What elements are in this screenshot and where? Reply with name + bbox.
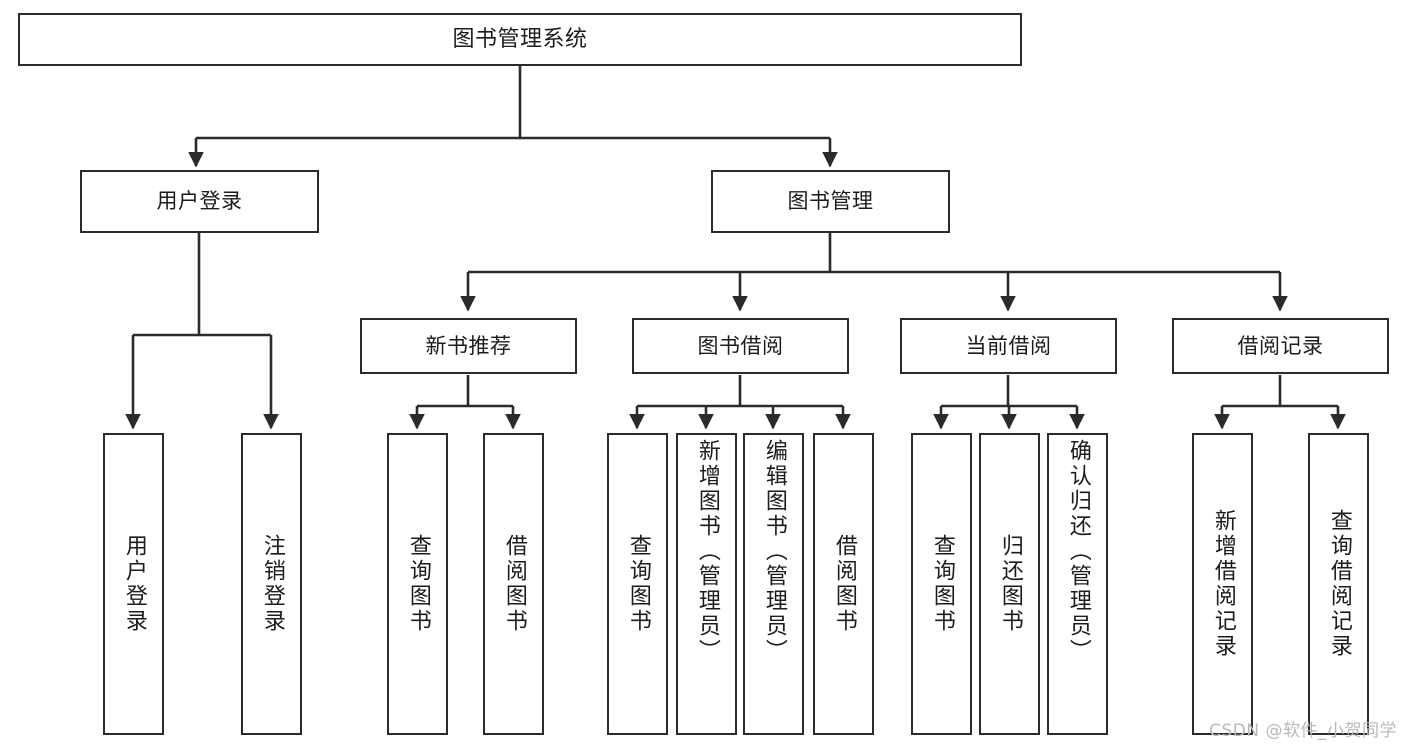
node-leaf-logout-login-label: 注销登录 — [259, 534, 285, 634]
node-leaf-query-record[interactable]: 查询借阅记录 — [1308, 433, 1369, 735]
node-user-login[interactable]: 用户登录 — [80, 170, 319, 233]
node-leaf-query-book-2[interactable]: 查询图书 — [607, 433, 668, 735]
csdn-watermark: CSDN @软件_小贺同学 — [1209, 721, 1397, 741]
node-leaf-query-book-1-label: 查询图书 — [405, 534, 431, 634]
node-leaf-borrow-book-2-label: 借阅图书 — [831, 534, 857, 634]
node-leaf-return-book[interactable]: 归还图书 — [979, 433, 1040, 735]
node-leaf-add-record[interactable]: 新增借阅记录 — [1192, 433, 1253, 735]
node-leaf-add-book-label: 新增图书（管理员） — [694, 439, 720, 664]
node-book-borrow-label: 图书借阅 — [697, 333, 784, 358]
node-leaf-user-login-label: 用户登录 — [121, 534, 147, 634]
node-root-label: 图书管理系统 — [452, 26, 588, 52]
node-borrow-record-label: 借阅记录 — [1237, 333, 1324, 358]
node-leaf-borrow-book-1[interactable]: 借阅图书 — [483, 433, 544, 735]
node-leaf-query-record-label: 查询借阅记录 — [1326, 509, 1352, 659]
node-book-borrow[interactable]: 图书借阅 — [632, 318, 849, 374]
node-new-book-recommend-label: 新书推荐 — [425, 333, 512, 358]
node-leaf-borrow-book-2[interactable]: 借阅图书 — [813, 433, 874, 735]
node-current-borrow-label: 当前借阅 — [965, 333, 1052, 358]
node-leaf-return-book-label: 归还图书 — [997, 534, 1023, 634]
node-root[interactable]: 图书管理系统 — [18, 13, 1022, 66]
node-current-borrow[interactable]: 当前借阅 — [900, 318, 1117, 374]
node-borrow-record[interactable]: 借阅记录 — [1172, 318, 1389, 374]
node-book-manage[interactable]: 图书管理 — [711, 170, 950, 233]
node-user-login-label: 用户登录 — [156, 189, 243, 214]
node-new-book-recommend[interactable]: 新书推荐 — [360, 318, 577, 374]
node-leaf-confirm-return-label: 确认归还（管理员） — [1065, 439, 1091, 664]
node-leaf-edit-book[interactable]: 编辑图书（管理员） — [743, 433, 804, 735]
node-leaf-query-book-1[interactable]: 查询图书 — [387, 433, 448, 735]
node-leaf-query-book-3-label: 查询图书 — [929, 534, 955, 634]
node-leaf-confirm-return[interactable]: 确认归还（管理员） — [1047, 433, 1108, 735]
node-leaf-query-book-2-label: 查询图书 — [625, 534, 651, 634]
node-leaf-logout-login[interactable]: 注销登录 — [241, 433, 302, 735]
node-leaf-user-login[interactable]: 用户登录 — [103, 433, 164, 735]
node-book-manage-label: 图书管理 — [787, 189, 874, 214]
node-leaf-borrow-book-1-label: 借阅图书 — [501, 534, 527, 634]
node-leaf-add-book[interactable]: 新增图书（管理员） — [676, 433, 737, 735]
node-leaf-add-record-label: 新增借阅记录 — [1210, 509, 1236, 659]
node-leaf-edit-book-label: 编辑图书（管理员） — [761, 439, 787, 664]
node-leaf-query-book-3[interactable]: 查询图书 — [911, 433, 972, 735]
